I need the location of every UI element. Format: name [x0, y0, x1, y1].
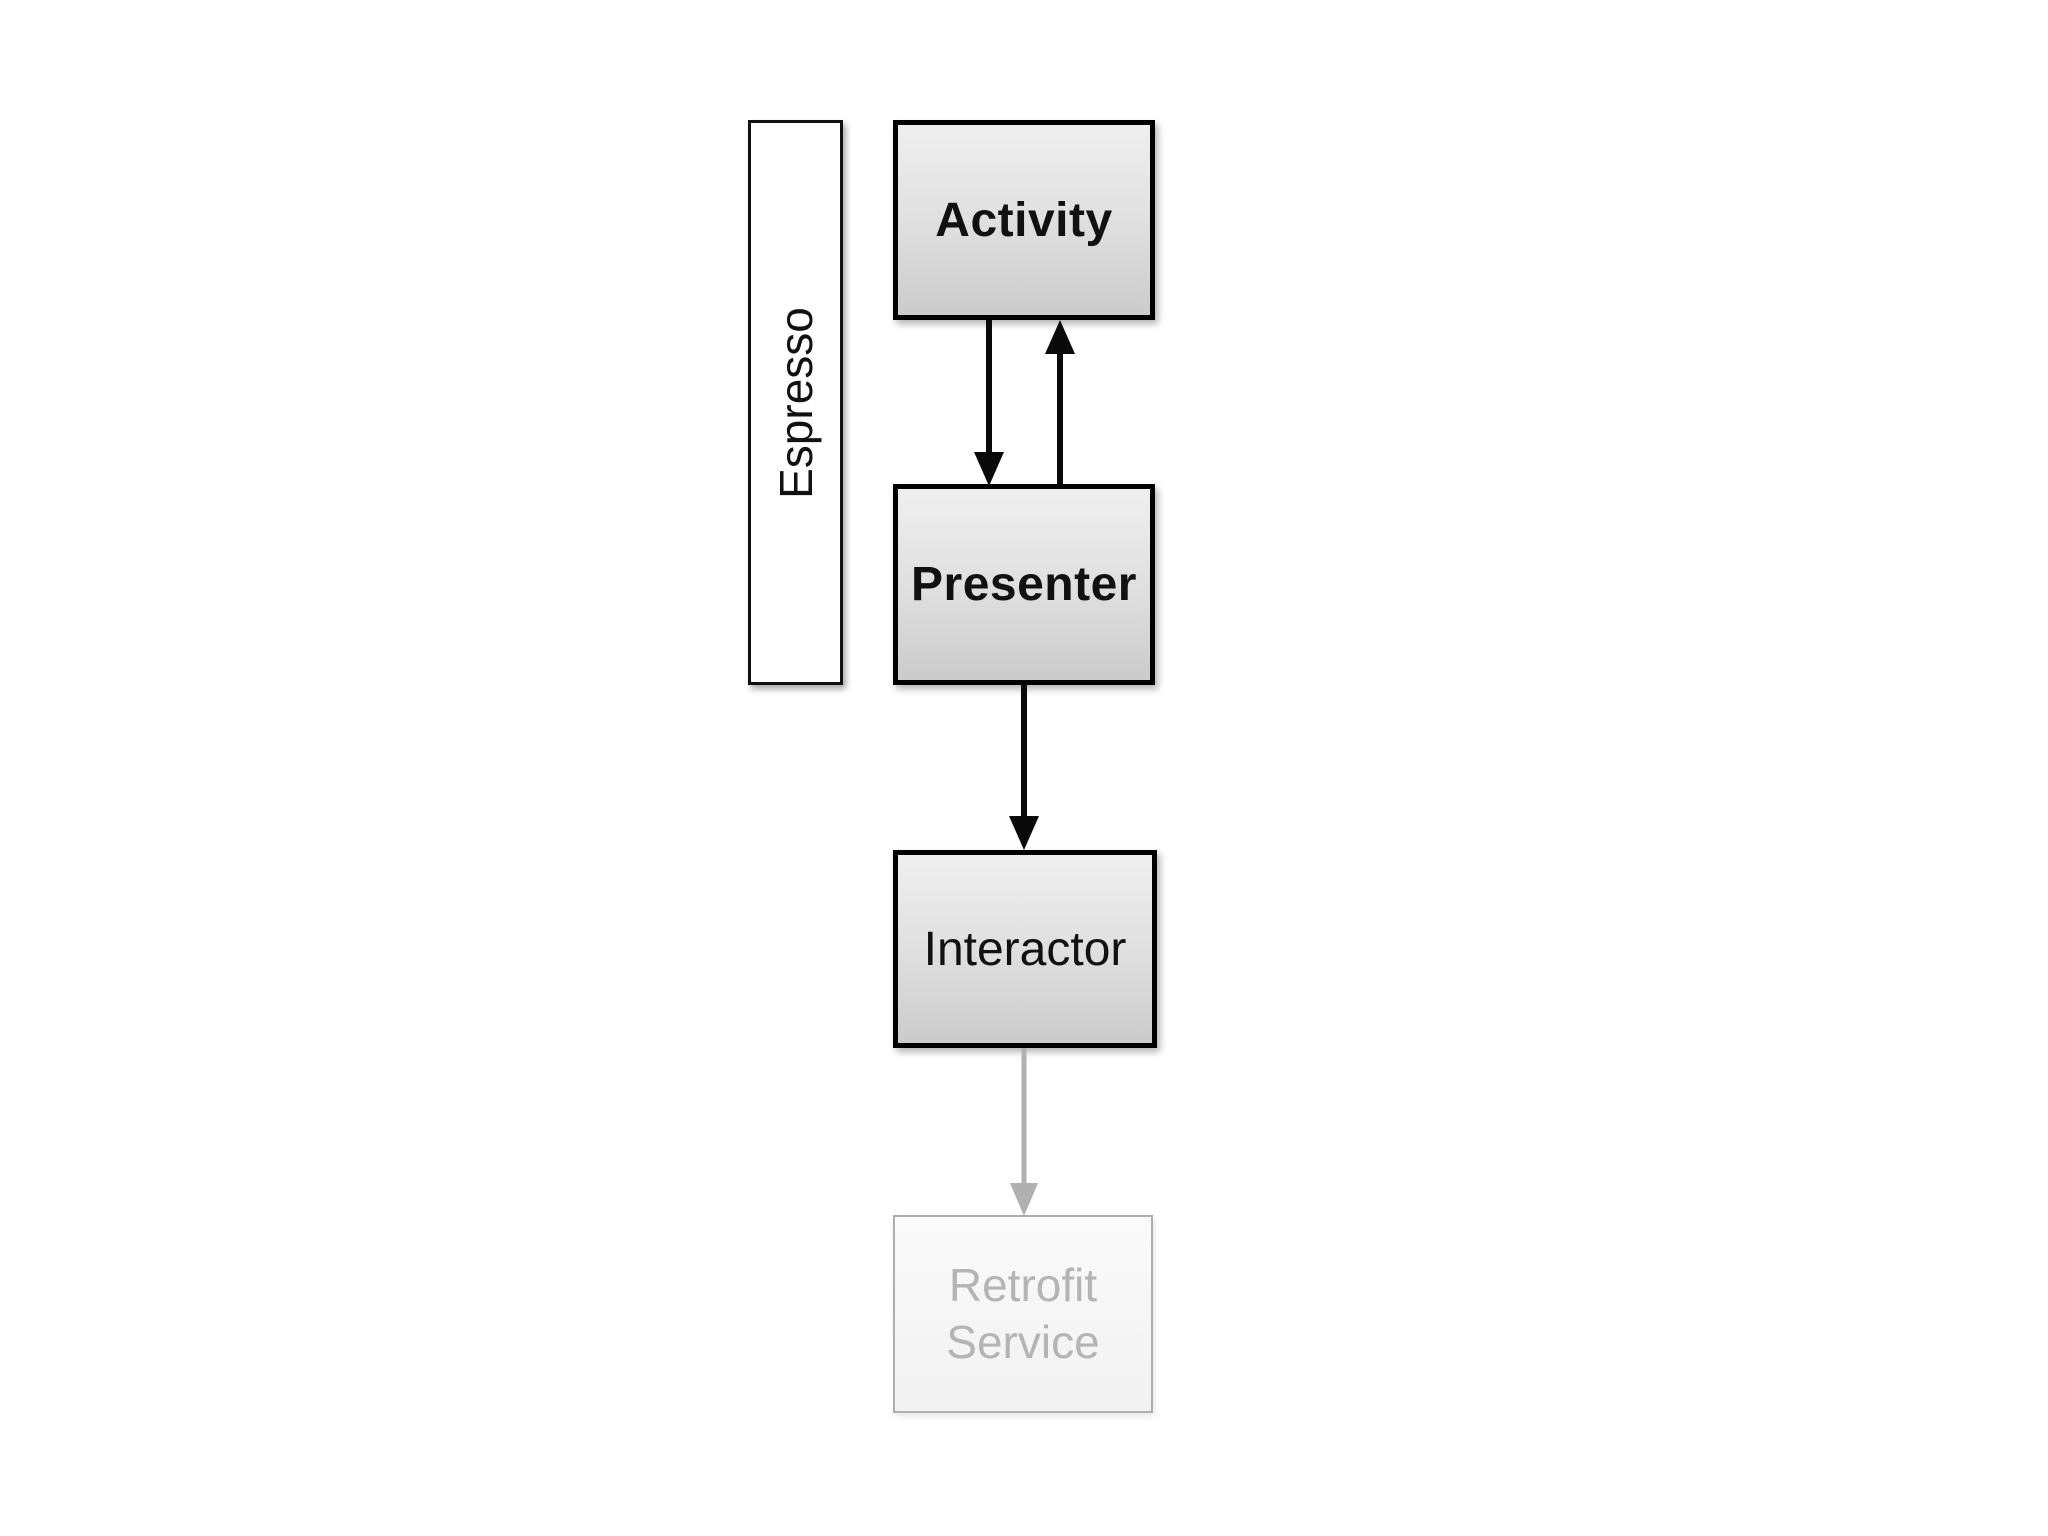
espresso-label: Espresso: [769, 306, 822, 499]
presenter-label: Presenter: [911, 558, 1137, 611]
arrow-presenter-to-interactor-icon: [1009, 685, 1039, 850]
arrow-presenter-to-activity-icon: [1045, 320, 1075, 485]
espresso-scope-bar: Espresso: [748, 120, 843, 685]
interactor-node: Interactor: [893, 850, 1157, 1048]
presenter-node: Presenter: [893, 484, 1155, 685]
arrow-activity-to-presenter-icon: [974, 320, 1004, 486]
interactor-label: Interactor: [923, 922, 1127, 976]
retrofit-service-label: Retrofit Service: [946, 1258, 1100, 1369]
activity-label: Activity: [935, 193, 1113, 247]
activity-node: Activity: [893, 120, 1155, 320]
retrofit-service-node: Retrofit Service: [893, 1215, 1153, 1413]
arrow-interactor-to-retrofit-icon: [1010, 1048, 1038, 1216]
